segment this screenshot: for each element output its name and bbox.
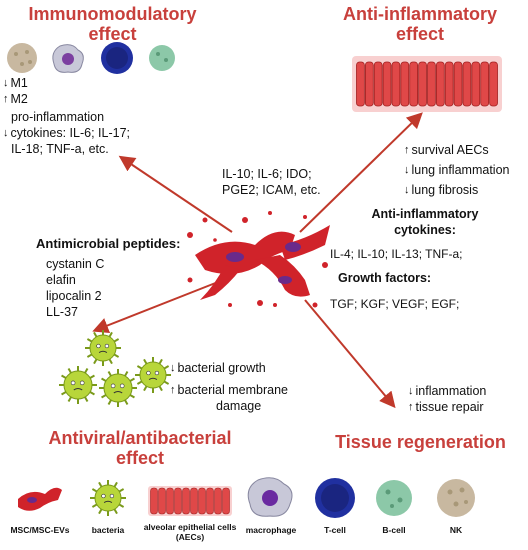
epithelial-cell <box>198 487 206 515</box>
bacterium-icon <box>59 366 97 404</box>
epithelial-cell <box>444 61 454 107</box>
immunomodulatory-title: Immunomodulatory effect <box>28 4 197 44</box>
b-cell-legend-icon <box>376 480 412 516</box>
epithelial-legend-icon <box>148 486 232 516</box>
macrophage-icon <box>52 44 84 73</box>
epithelial-cell <box>391 61 401 107</box>
epithelial-cell <box>435 61 445 107</box>
epithelial-cell <box>364 61 374 107</box>
growth-factors-title: Growth factors: <box>338 271 432 285</box>
bacteria-legend-icon <box>90 480 126 516</box>
cytokines-list: IL-4; IL-10; IL-13; TNF-a; <box>330 247 463 261</box>
epithelial-cell <box>166 487 174 515</box>
epithelial-cell <box>158 487 166 515</box>
legend-label-bacteria: bacteria <box>91 525 125 535</box>
legend-label-msc: MSC/MSC-EVs <box>10 525 70 535</box>
epithelial-cell <box>462 61 472 107</box>
arrow-to-immunomodulatory <box>118 155 233 233</box>
legend-label-aecs: alveolar epithelial cells (AECs) <box>143 522 237 542</box>
bacterium-icon <box>99 369 137 407</box>
nk-legend-icon <box>437 479 475 517</box>
antimicrobial-title: Antimicrobial peptides: <box>36 236 181 251</box>
bacterial-effects: ↓bacterial growth ↑bacterial membrane da… <box>170 361 288 413</box>
t-cell-legend-icon <box>315 478 355 518</box>
bacterium-icon <box>135 357 171 393</box>
b-cell-icon <box>149 45 175 71</box>
arrow-to-regeneration <box>304 299 396 409</box>
list-item: elafin <box>46 273 76 287</box>
msc-cluster-icon <box>187 211 330 308</box>
antiviral-title: Antiviral/antibacterial effect <box>48 428 232 468</box>
epithelial-cell <box>409 61 419 107</box>
list-item: lipocalin 2 <box>46 289 102 303</box>
arrow-to-antiviral <box>92 281 219 334</box>
list-item: LL-37 <box>46 305 78 319</box>
secreted-factors: IL-10; IL-6; IDO; PGE2; ICAM, etc. <box>222 167 321 197</box>
list-item: cystanin C <box>46 257 105 271</box>
epithelial-layer-icon <box>352 56 502 112</box>
anti-inflammatory-list: ↑survival AECs ↓lung inflammation ↓lung … <box>404 143 510 197</box>
epithelial-cell <box>150 487 158 515</box>
epithelial-cell <box>206 487 214 515</box>
legend-icons <box>18 477 475 518</box>
regeneration-title: Tissue regeneration <box>335 432 506 452</box>
epithelial-cell <box>480 61 490 107</box>
t-cell-icon <box>101 42 133 74</box>
epithelial-cell <box>190 487 198 515</box>
epithelial-cell <box>471 61 481 107</box>
epithelial-cell <box>489 61 498 107</box>
epithelial-cell <box>418 61 427 107</box>
immune-cells-top <box>7 42 175 74</box>
legend-label-tcell: T-cell <box>324 525 346 535</box>
bacterium-icon <box>90 480 126 516</box>
epithelial-cell <box>382 61 392 107</box>
epithelial-cell <box>356 61 365 107</box>
epithelial-cell <box>182 487 190 515</box>
nk-cell-icon <box>7 43 37 73</box>
epithelial-cell <box>373 61 383 107</box>
legend-label-bcell: B-cell <box>382 525 406 535</box>
epithelial-cell <box>214 487 222 515</box>
epithelial-cell <box>174 487 182 515</box>
immunomodulatory-list: ↓M1 ↑M2 pro-inflammation ↓cytokines: IL-… <box>3 76 131 156</box>
bacterium-icon <box>85 330 121 366</box>
anti-inflammatory-title: Anti-inflammatory effect <box>342 4 497 44</box>
legend-label-macrophage: macrophage <box>245 525 297 535</box>
arrow-to-anti-inflammatory <box>299 112 423 233</box>
regeneration-effects: ↓inflammation ↑tissue repair <box>408 384 487 414</box>
antimicrobial-list: cystanin C elafin lipocalin 2 LL-37 <box>46 256 104 320</box>
legend-label-nk: NK <box>449 525 463 535</box>
bacteria-cluster-icon <box>59 330 171 407</box>
epithelial-cell <box>222 487 230 515</box>
cytokines-title: Anti-inflammatory cytokines: <box>371 207 479 237</box>
growth-factors-list: TGF; KGF; VEGF; EGF; <box>330 297 460 311</box>
macrophage-legend-icon <box>247 477 293 517</box>
epithelial-cell <box>453 61 463 107</box>
epithelial-cell <box>427 61 436 107</box>
msc-legend-icon <box>18 487 62 511</box>
epithelial-cell <box>400 61 410 107</box>
